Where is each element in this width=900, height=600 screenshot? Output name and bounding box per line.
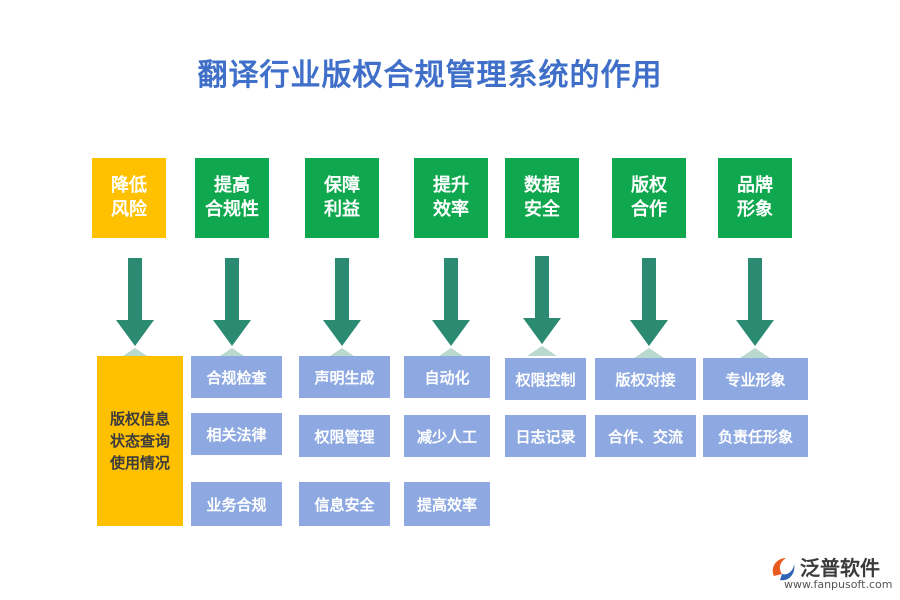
item-information-security: 信息安全 bbox=[299, 482, 390, 526]
down-arrow-icon bbox=[323, 258, 361, 358]
item-cooperation-exchange: 合作、交流 bbox=[595, 415, 696, 457]
head-brand-image: 品牌 形象 bbox=[718, 158, 792, 238]
item-professional-image: 专业形象 bbox=[703, 358, 808, 400]
item-statement-generation: 声明生成 bbox=[299, 356, 390, 398]
item-improve-efficiency: 提高效率 bbox=[404, 482, 490, 526]
item-permission-management: 权限管理 bbox=[299, 415, 390, 457]
down-arrow-icon bbox=[630, 258, 668, 358]
item-log-record: 日志记录 bbox=[505, 415, 586, 457]
item-responsible-image: 负责任形象 bbox=[703, 415, 808, 457]
down-arrow-icon bbox=[432, 258, 470, 358]
item-related-law: 相关法律 bbox=[191, 413, 282, 455]
head-compliance: 提高 合规性 bbox=[195, 158, 269, 238]
item-business-compliance: 业务合规 bbox=[191, 482, 282, 526]
logo-name: 泛普软件 bbox=[800, 556, 880, 580]
item-automation: 自动化 bbox=[404, 356, 490, 398]
risk-detail-box: 版权信息 状态查询 使用情况 bbox=[97, 356, 183, 526]
head-data-security: 数据 安全 bbox=[505, 158, 579, 238]
head-protect-interest: 保障 利益 bbox=[305, 158, 379, 238]
down-arrow-icon bbox=[736, 258, 774, 358]
head-reduce-risk: 降低 风险 bbox=[92, 158, 166, 238]
head-efficiency: 提升 效率 bbox=[414, 158, 488, 238]
item-copyright-connection: 版权对接 bbox=[595, 358, 696, 400]
fanpu-logo-icon bbox=[772, 558, 795, 581]
down-arrow-icon bbox=[523, 256, 561, 356]
logo-url: www.fanpusoft.com bbox=[784, 578, 893, 591]
item-compliance-check: 合规检查 bbox=[191, 356, 282, 398]
item-reduce-labor: 减少人工 bbox=[404, 415, 490, 457]
item-permission-control: 权限控制 bbox=[505, 358, 586, 400]
diagram-title: 翻译行业版权合规管理系统的作用 bbox=[197, 58, 663, 93]
head-copyright-cooperation: 版权 合作 bbox=[612, 158, 686, 238]
down-arrow-icon bbox=[116, 258, 154, 358]
down-arrow-icon bbox=[213, 258, 251, 358]
